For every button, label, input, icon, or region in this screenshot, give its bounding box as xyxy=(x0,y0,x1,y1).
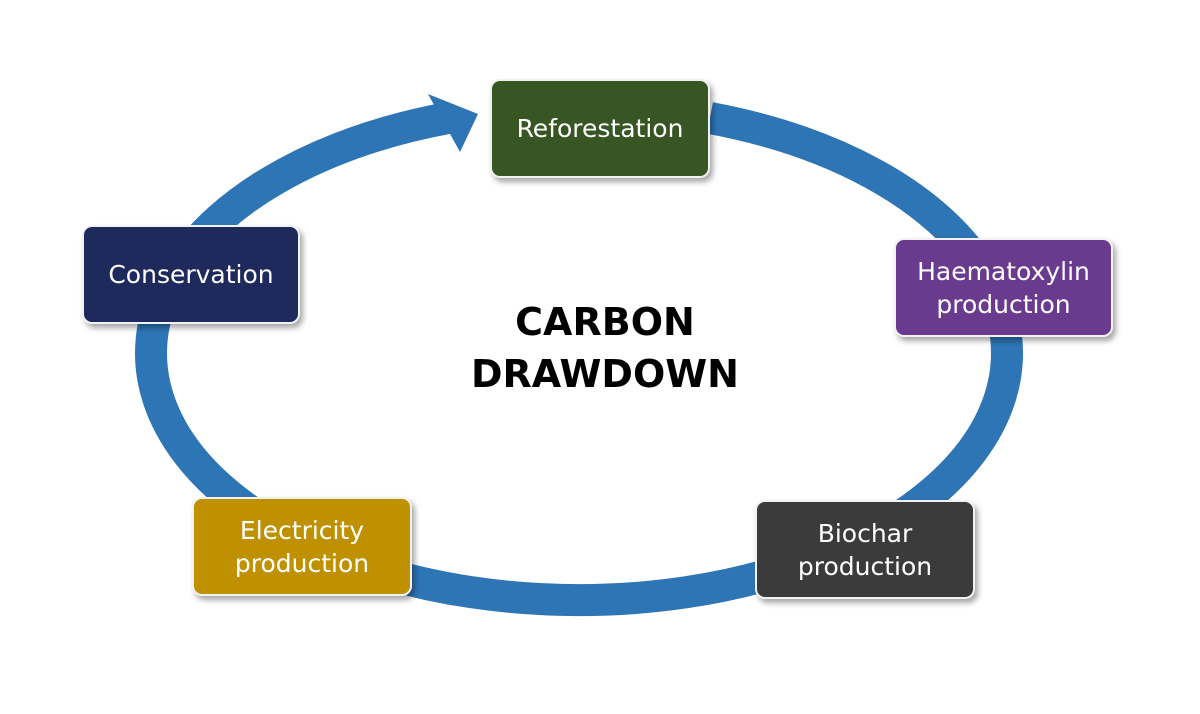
node-conservation: Conservation xyxy=(82,225,300,324)
node-reforestation: Reforestation xyxy=(490,79,710,178)
center-title-line-1: CARBON xyxy=(515,300,695,344)
node-biochar-line-2: production xyxy=(797,551,933,581)
center-title: CARBON DRAWDOWN xyxy=(440,296,770,400)
node-electricity-production: Electricity production xyxy=(192,497,412,596)
node-reforestation-line-1: Reforestation xyxy=(516,114,684,143)
node-biochar-line-1: Biochar xyxy=(817,518,913,548)
cycle-arrowhead-icon xyxy=(428,94,478,152)
node-electricity-line-2: production xyxy=(234,548,370,578)
node-haematoxylin-line-2: production xyxy=(936,289,1071,319)
node-electricity-line-1: Electricity xyxy=(239,515,365,545)
node-haematoxylin-line-1: Haematoxylin xyxy=(917,256,1090,286)
node-haematoxylin-production: Haematoxylin production xyxy=(894,238,1113,337)
center-title-line-2: DRAWDOWN xyxy=(471,352,739,396)
node-conservation-line-1: Conservation xyxy=(108,260,274,289)
node-biochar-production: Biochar production xyxy=(755,500,975,599)
